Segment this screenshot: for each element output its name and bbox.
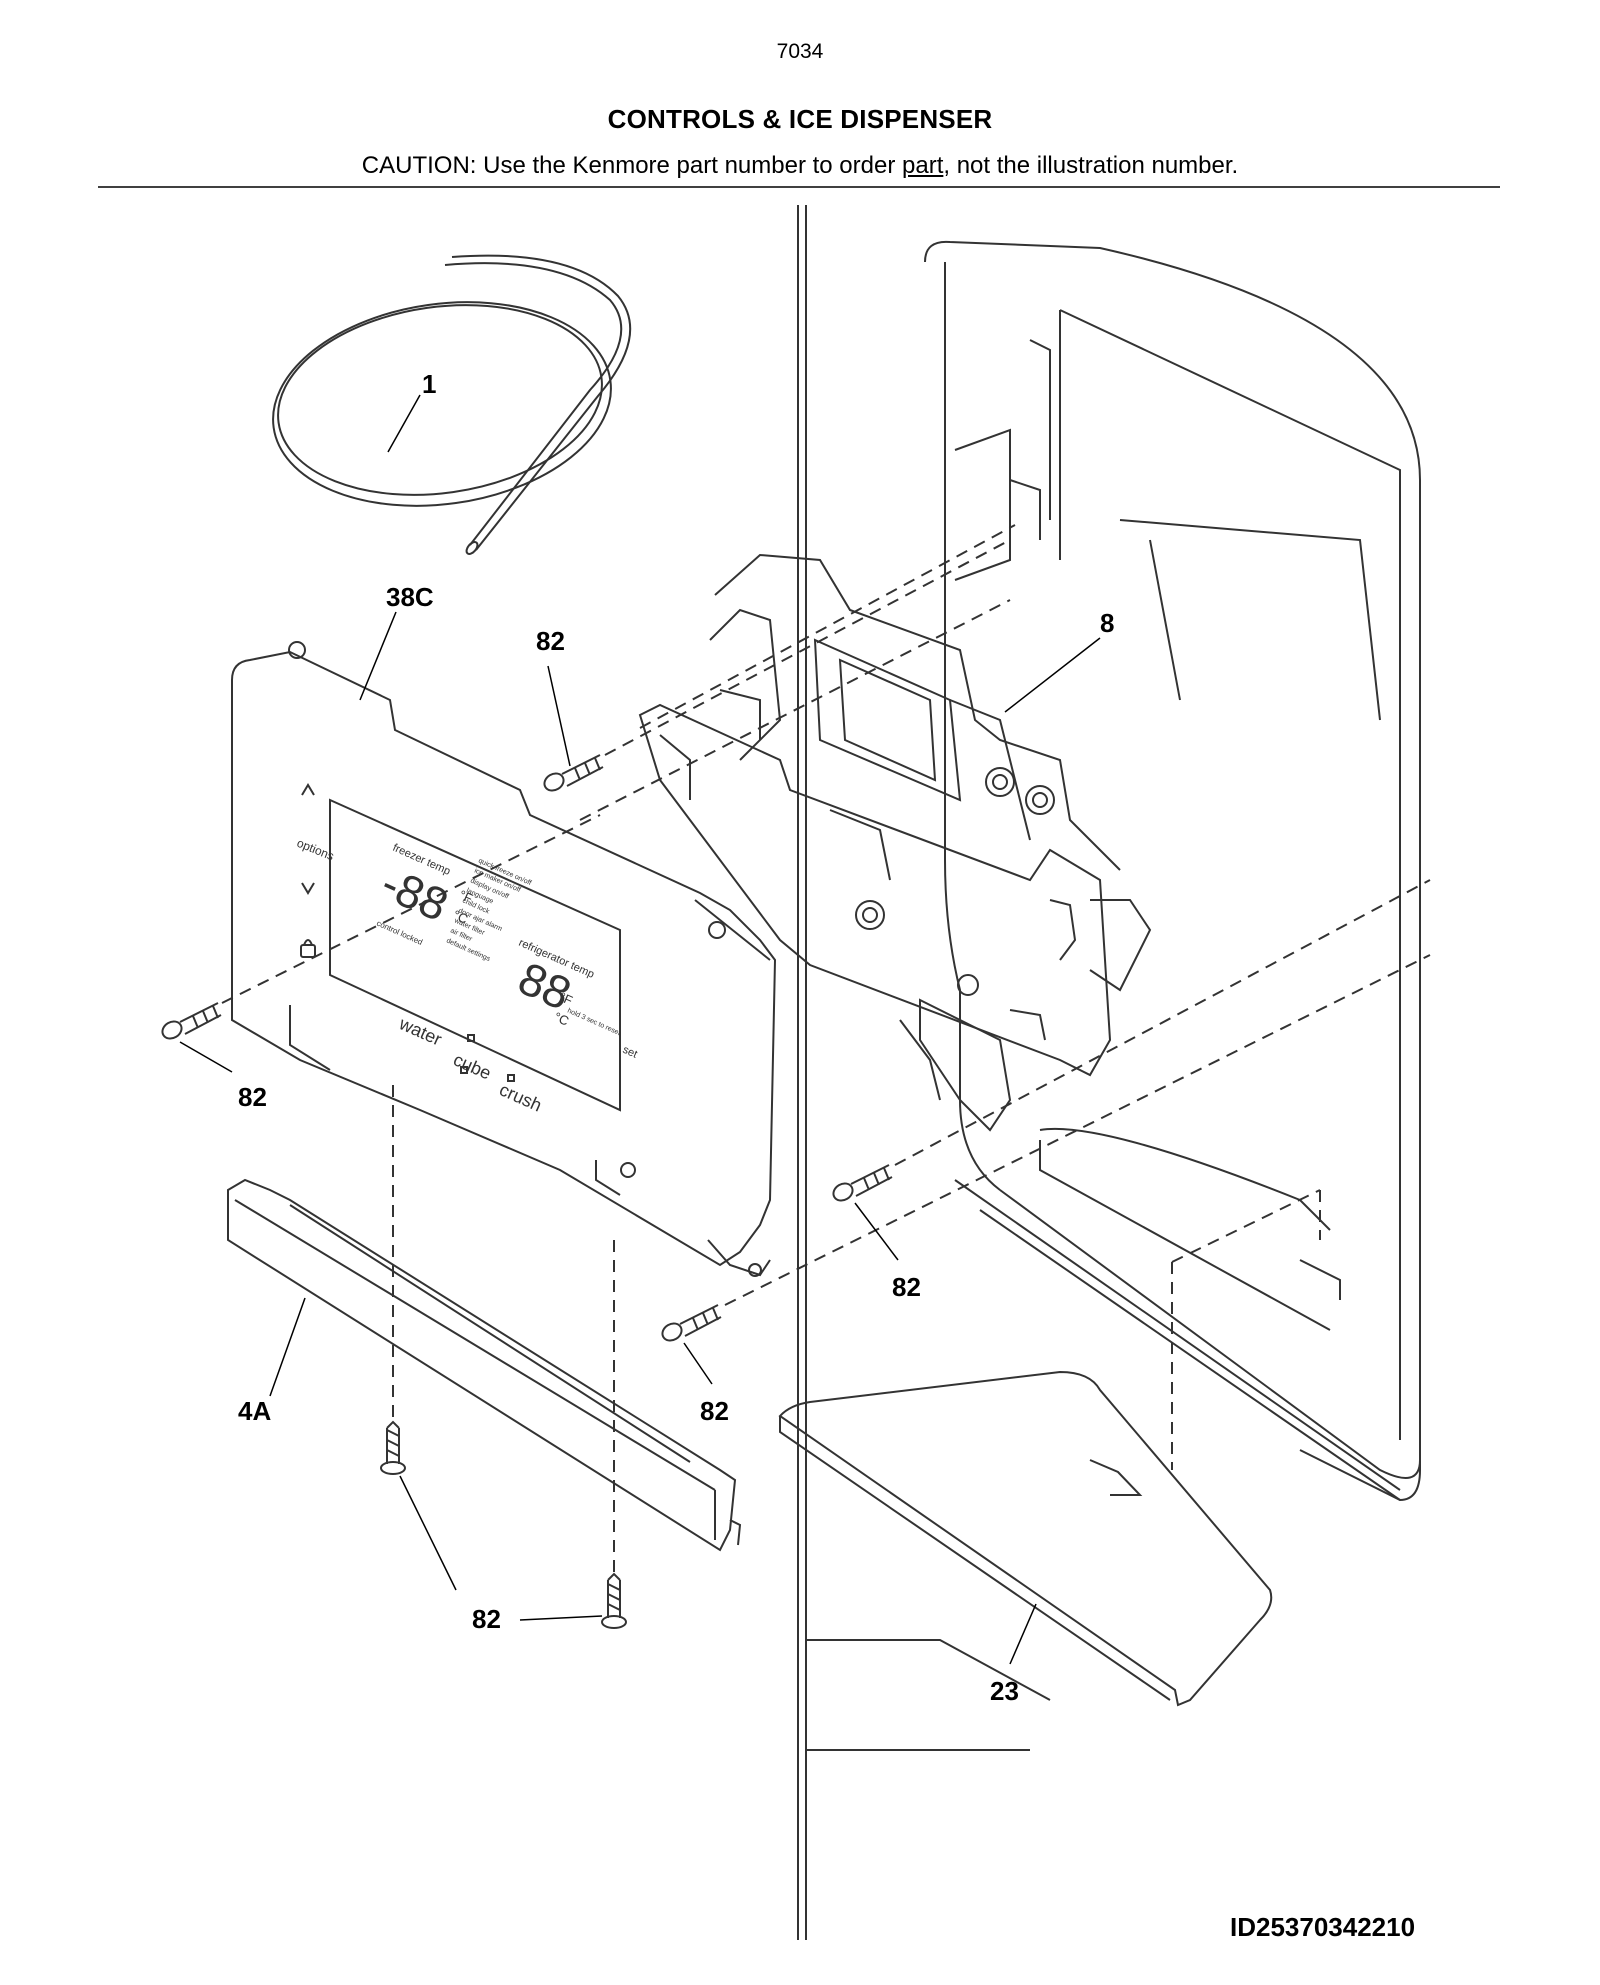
caution-part-link: part (902, 152, 944, 179)
control-panel-labels: options freezer temp -88 °F °C control l… (295, 836, 639, 1116)
screw-lower-mid (661, 1304, 722, 1342)
set-label: set (621, 1044, 639, 1061)
trim-bar (227, 1178, 742, 1552)
freezer-unit-f: °F (457, 887, 475, 906)
callout-leaders (179, 394, 1101, 1665)
section-title: CONTROLS & ICE DISPENSER (607, 104, 993, 134)
callout-82-bottom: 82 (472, 1604, 501, 1634)
illustration-id: ID25370342210 (1230, 1912, 1416, 1942)
callout-82-lower-mid: 82 (700, 1396, 729, 1426)
callout-23: 23 (990, 1676, 1019, 1706)
caution-text-end: , not the illustration number. (943, 152, 1239, 179)
refrigerator-unit-c: °C (552, 1009, 571, 1029)
control-panel (231, 641, 777, 1277)
water-tubing (272, 254, 632, 555)
callout-4a: 4A (238, 1396, 271, 1426)
page-number: 7034 (776, 40, 824, 63)
callout-labels: 1 38C 8 82 82 82 82 4A 82 23 (238, 369, 1114, 1706)
screw-upper (543, 754, 604, 792)
callout-8: 8 (1100, 608, 1114, 638)
drip-tray (778, 1370, 1273, 1707)
screw-left (161, 1002, 222, 1040)
callout-82-left: 82 (238, 1082, 267, 1112)
caution-text: CAUTION: Use the Kenmore part number to … (361, 152, 902, 179)
assembly-guide-lines (221, 524, 1431, 1574)
callout-82-right: 82 (892, 1272, 921, 1302)
hold-reset-label: hold 3 sec to reset (566, 1007, 621, 1037)
caution-note: CAUTION: Use the Kenmore part number to … (0, 152, 1600, 180)
refrigerator-door-outline (797, 205, 1421, 1940)
screw-right (832, 1164, 893, 1202)
cube-label: cube (450, 1049, 494, 1083)
callout-82-upper: 82 (536, 626, 565, 656)
crush-label: crush (496, 1079, 544, 1115)
screw-bottom-left (380, 1420, 406, 1475)
freezer-unit-c: °C (451, 907, 470, 927)
callout-1: 1 (422, 369, 436, 399)
screw-bottom-right (601, 1572, 627, 1629)
dispenser-assembly (638, 553, 1152, 1132)
water-label: water (395, 1013, 444, 1050)
callout-38c: 38C (386, 582, 434, 612)
refrigerator-unit-f: °F (557, 989, 575, 1008)
